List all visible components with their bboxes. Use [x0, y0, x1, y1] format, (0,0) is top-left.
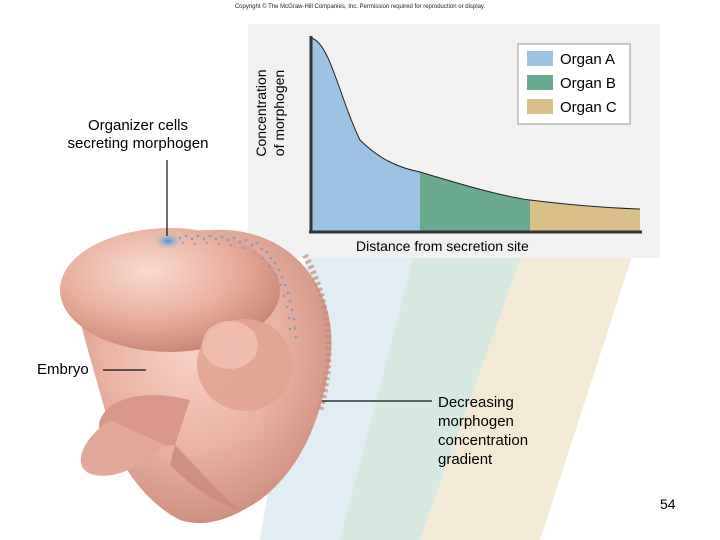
page-number: 54 [660, 496, 676, 512]
embryo-label: Embryo [37, 361, 89, 378]
copyright-notice: Copyright © The McGraw-Hill Companies, I… [234, 4, 486, 10]
legend-organ-a: Organ A [560, 51, 615, 68]
organizer-cells-spot [154, 233, 182, 249]
legend-organ-c: Organ C [560, 99, 617, 116]
organ-b-region [420, 172, 530, 232]
legend-organ-b: Organ B [560, 75, 616, 92]
legend-swatch-organ-b [527, 75, 553, 90]
morphogen-dots [178, 234, 298, 339]
embryo-illustration [60, 228, 332, 524]
projection-band-c [420, 232, 640, 540]
organ-a-region [311, 38, 420, 232]
legend-swatch-organ-a [527, 51, 553, 66]
gradient-label: Decreasing morphogen concentration gradi… [438, 394, 529, 468]
concentration-curve [310, 37, 641, 210]
projection-band-b [340, 232, 530, 540]
organizer-cells-label: Organizer cells secreting morphogen [67, 117, 209, 152]
legend-swatch-organ-c [527, 99, 553, 114]
x-axis-label: Distance from secretion site [356, 238, 529, 254]
y-axis-label-text: Concentration of morphogen [253, 69, 287, 157]
